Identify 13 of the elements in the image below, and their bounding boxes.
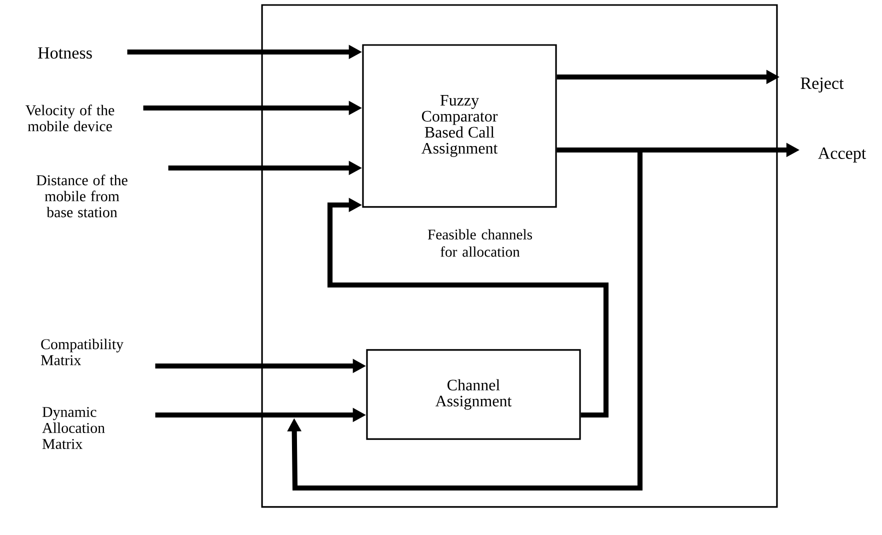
input-label: Distance of the mobile from base station: [36, 174, 128, 218]
process-box: Fuzzy Comparator Based Call Assignment: [362, 44, 557, 208]
input-label: Compatibility Matrix: [40, 338, 124, 366]
arrow: [327, 198, 609, 418]
note-text: Feasible channels for allocation: [428, 229, 532, 257]
process-box: Channel Assignment: [366, 349, 581, 440]
input-label: Hotness: [38, 47, 92, 59]
arrow: [287, 147, 643, 491]
output-label: Reject: [800, 78, 844, 92]
input-label: Velocity of the mobile device: [26, 104, 114, 132]
output-label: Accept: [818, 148, 866, 162]
outer-box: [261, 4, 778, 508]
input-label: Dynamic Allocation Matrix: [42, 406, 105, 449]
